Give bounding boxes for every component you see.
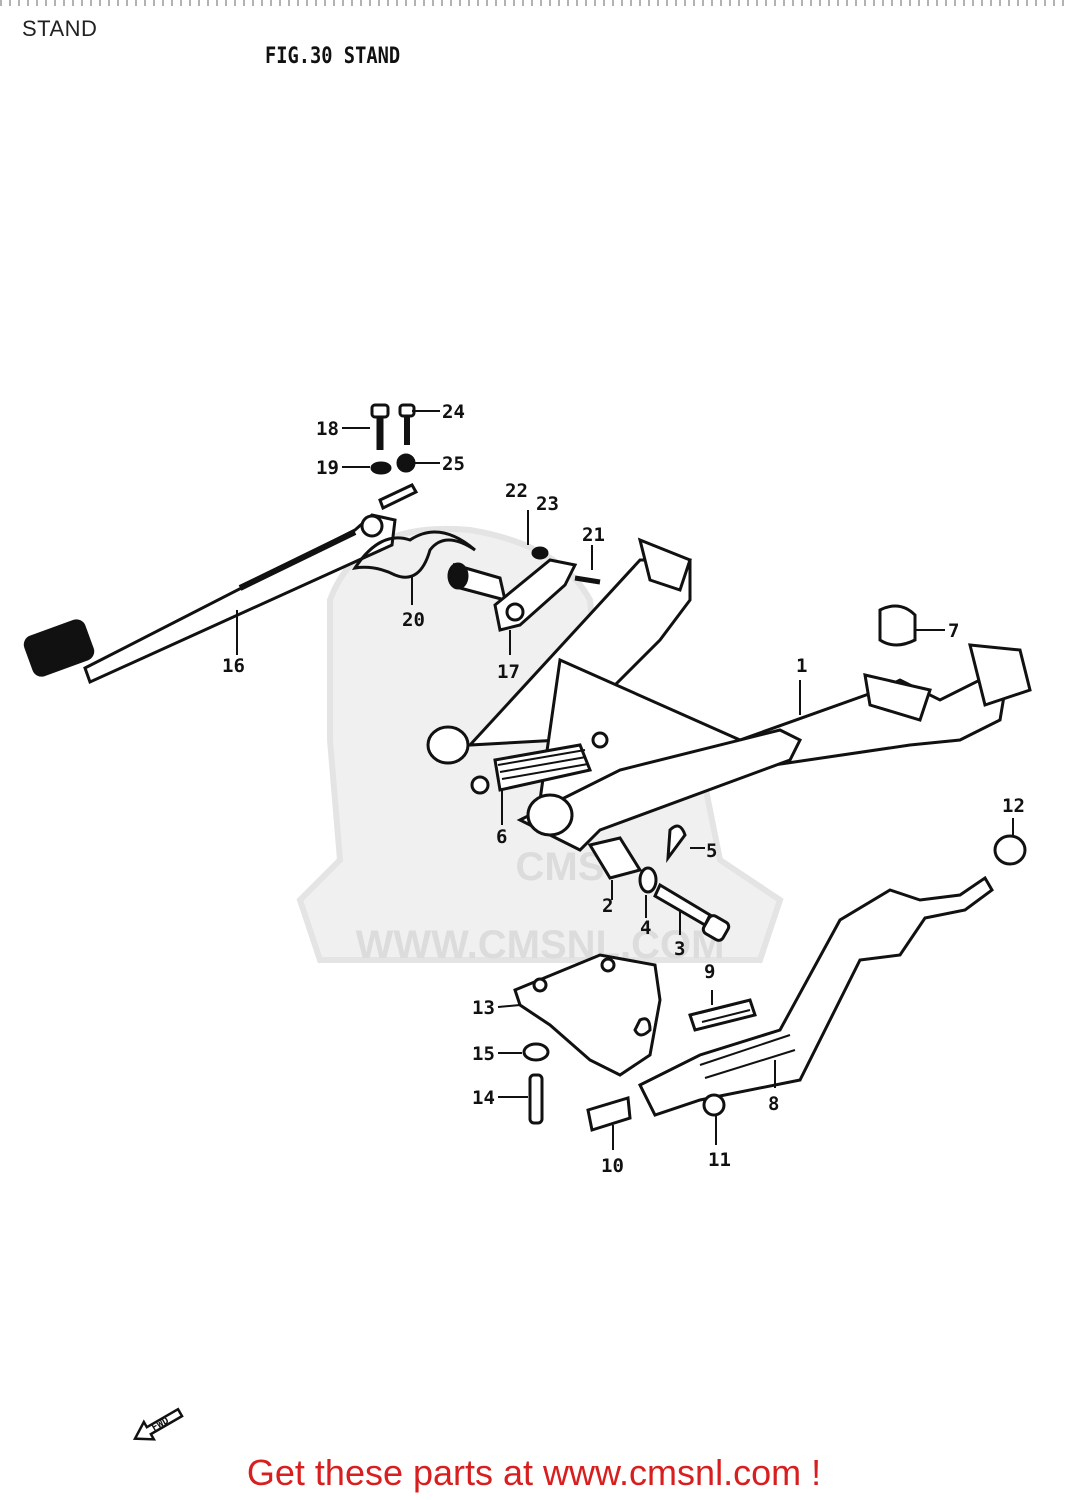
forward-arrow-icon: FWD <box>132 1407 184 1441</box>
main-stand-1 <box>426 537 1032 852</box>
callout-9: 9 <box>704 961 715 983</box>
callout-17: 17 <box>497 661 520 683</box>
stand-hardware-9-15 <box>522 998 757 1132</box>
callout-19: 19 <box>316 457 339 479</box>
callout-20: 20 <box>402 609 425 631</box>
figure-title: FIG.30 STAND <box>265 44 401 69</box>
callout-3: 3 <box>674 938 685 960</box>
bolts-18-24 <box>370 403 416 475</box>
pivot-arm-17 <box>447 510 601 632</box>
callout-14: 14 <box>472 1087 495 1109</box>
callout-23: 23 <box>536 493 559 515</box>
callout-4: 4 <box>640 917 651 939</box>
callout-13: 13 <box>472 997 495 1019</box>
stand-lever-16 <box>23 483 419 685</box>
foot-pedal <box>23 619 95 677</box>
callout-7: 7 <box>948 620 959 642</box>
bracket-13 <box>513 953 662 1077</box>
pivot-hardware-2-5 <box>587 824 731 942</box>
side-stand-8 <box>637 834 1027 1117</box>
callout-11: 11 <box>708 1149 731 1171</box>
footer-link[interactable]: Get these parts at www.cmsnl.com ! <box>246 1452 822 1493</box>
callout-1: 1 <box>796 655 807 677</box>
torsion-spring-20 <box>351 530 476 579</box>
rubber-stop-7 <box>878 604 917 647</box>
callout-24: 24 <box>442 401 465 423</box>
scan-noise <box>0 0 1068 6</box>
watermark: CMS WWW.CMSNL.COM <box>296 525 784 967</box>
callout-labels: 1 2 3 4 5 6 7 8 9 10 11 12 13 14 15 16 1… <box>222 401 1025 1177</box>
callout-18: 18 <box>316 418 339 440</box>
watermark-url: WWW.CMSNL.COM <box>356 923 725 967</box>
callout-22: 22 <box>505 480 528 502</box>
return-spring-6 <box>470 731 609 795</box>
watermark-logo-text: CMS <box>516 845 605 889</box>
callout-12: 12 <box>1002 795 1025 817</box>
callout-16: 16 <box>222 655 245 677</box>
stopper-12 <box>993 834 1027 866</box>
callout-6: 6 <box>496 826 507 848</box>
page-label: STAND <box>22 16 98 41</box>
callout-2: 2 <box>602 895 613 917</box>
leader-lines <box>236 410 1014 1150</box>
callout-10: 10 <box>601 1155 624 1177</box>
callout-8: 8 <box>768 1093 779 1115</box>
callout-15: 15 <box>472 1043 495 1065</box>
callout-25: 25 <box>442 453 465 475</box>
callout-5: 5 <box>706 840 717 862</box>
callout-21: 21 <box>582 524 605 546</box>
